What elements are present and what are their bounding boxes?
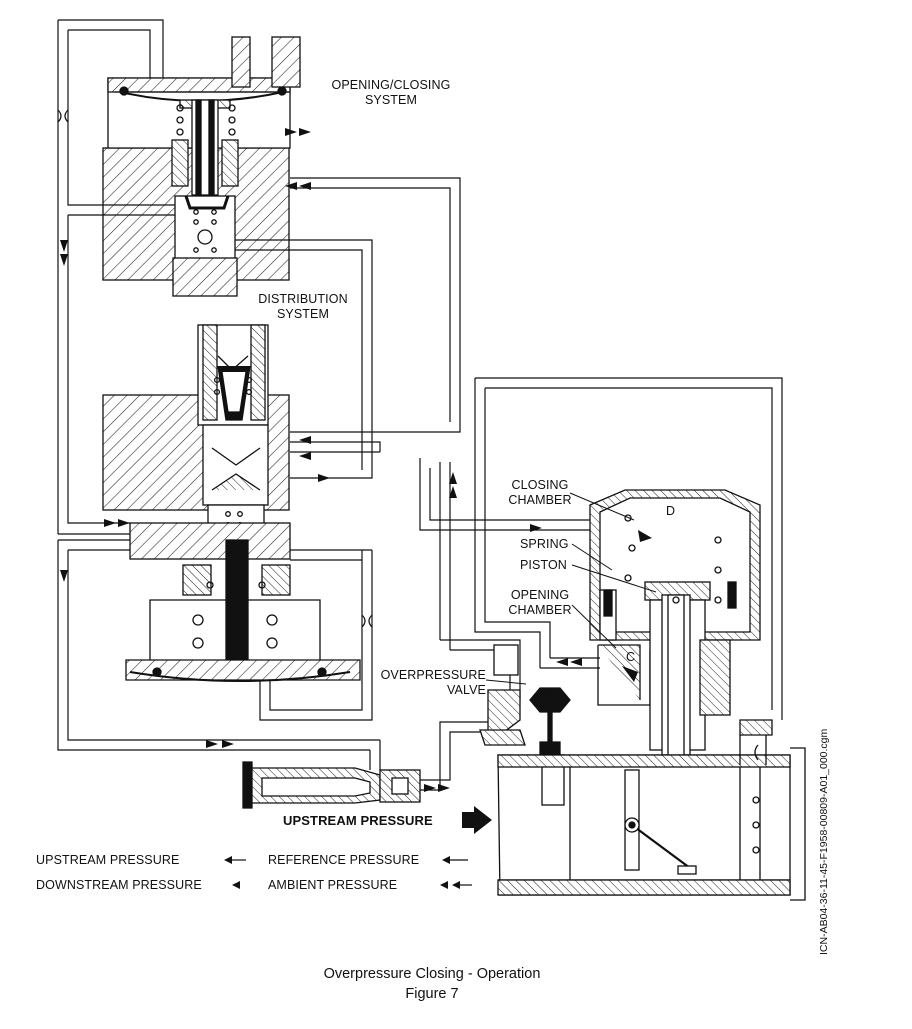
label-piston: PISTON xyxy=(520,558,567,572)
legend-reference: REFERENCE PRESSURE xyxy=(268,853,420,867)
drawing-id: ICN-AB04-36-11-45-F1958-00809-A01_000.cg… xyxy=(818,728,830,955)
label-line: OPENING xyxy=(510,588,570,602)
label-line: VALVE xyxy=(447,683,486,697)
legend-ambient: AMBIENT PRESSURE xyxy=(268,878,398,892)
label-line: OVERPRESSURE xyxy=(380,668,486,682)
label-line: CHAMBER xyxy=(508,603,572,617)
legend-upstream: UPSTREAM PRESSURE xyxy=(36,853,180,867)
label-distribution-system: DISTRIBUTION SYSTEM xyxy=(240,292,366,322)
overpressure-valve xyxy=(479,644,571,806)
label-spring: SPRING xyxy=(520,537,569,551)
caption-title: Overpressure Closing - Operation xyxy=(323,966,541,982)
label-line: SYSTEM xyxy=(277,307,329,321)
main-valve-actuator xyxy=(589,489,761,766)
label-line: DISTRIBUTION xyxy=(258,292,348,306)
label-line: OPENING/CLOSING xyxy=(331,78,451,92)
label-line: SYSTEM xyxy=(365,93,417,107)
label-line: CHAMBER xyxy=(508,493,572,507)
leader-lines xyxy=(485,492,657,685)
flow-arrows xyxy=(60,128,582,834)
pneumatic-lines xyxy=(57,19,380,751)
legend-arrows xyxy=(224,856,472,889)
main-valve-body xyxy=(497,719,806,901)
label-chamber-c: C xyxy=(626,650,636,664)
loop-ticks xyxy=(57,109,373,628)
opening-closing-system xyxy=(102,36,301,297)
label-overpressure-valve: OVERPRESSURE VALVE xyxy=(366,668,486,698)
label-chamber-d: D xyxy=(666,504,676,518)
label-opening-chamber: OPENING CHAMBER xyxy=(502,588,578,618)
label-line: CLOSING xyxy=(511,478,569,492)
connecting-lines xyxy=(235,177,783,791)
legend-downstream: DOWNSTREAM PRESSURE xyxy=(36,878,202,892)
label-opening-closing-system: OPENING/CLOSING SYSTEM xyxy=(326,78,456,108)
label-closing-chamber: CLOSING CHAMBER xyxy=(502,478,578,508)
label-upstream-pressure-inlet: UPSTREAM PRESSURE xyxy=(283,813,433,828)
upstream-inlet-pipe xyxy=(242,761,421,809)
caption-figure: Figure 7 xyxy=(405,986,459,1002)
lower-actuator xyxy=(125,522,361,682)
distribution-system xyxy=(102,324,290,542)
